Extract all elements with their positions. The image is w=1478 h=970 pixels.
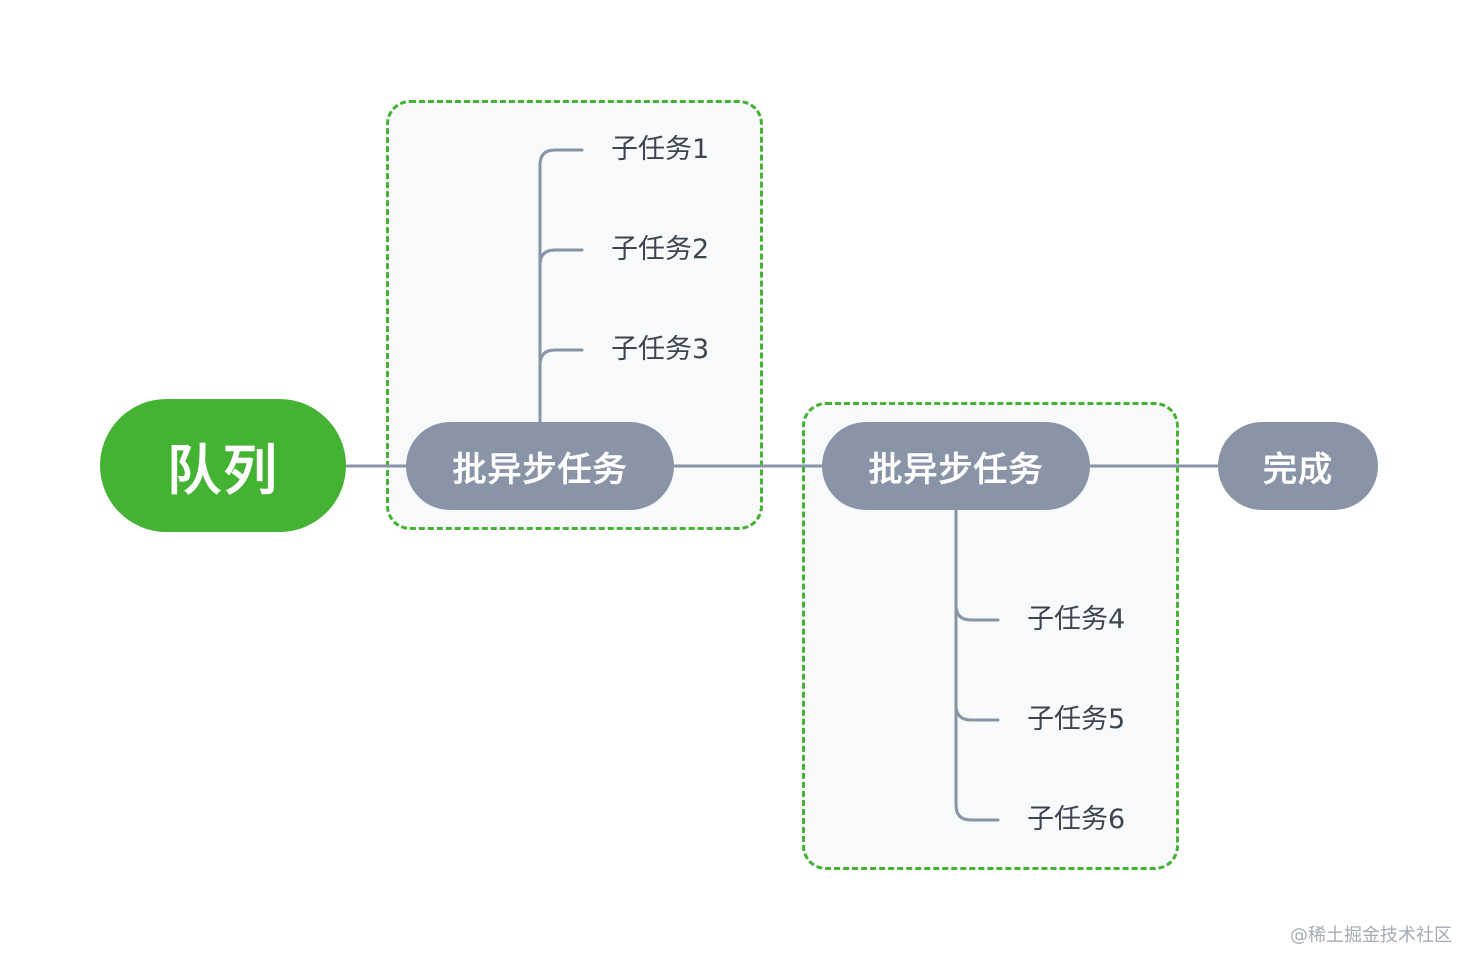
subtask-1-label: 子任务1	[611, 134, 710, 165]
subtask-2-label: 子任务2	[611, 234, 710, 265]
task-node-label: 批异步任务	[452, 449, 628, 490]
edge-task-1-to-subtask-2	[538, 248, 584, 267]
subtask-3-label: 子任务3	[611, 334, 710, 365]
edge-task-2-to-subtask-4	[954, 603, 1000, 622]
edge-task-2-to-subtask-5	[954, 703, 1000, 722]
done-node: 完成	[1218, 422, 1378, 510]
subtask-5-label: 子任务5	[1027, 704, 1126, 735]
done-node-label: 完成	[1263, 449, 1333, 490]
edge-task-1-to-subtask-1	[538, 148, 584, 424]
watermark: @稀土掘金技术社区	[1290, 925, 1452, 946]
batch-async-task-node-1: 批异步任务	[406, 422, 674, 510]
root-node-label: 队列	[167, 439, 279, 502]
task-node-label: 批异步任务	[868, 449, 1044, 490]
batch-async-task-node-2: 批异步任务	[822, 422, 1090, 510]
edge-task-1-to-subtask-3	[538, 348, 584, 367]
root-node-queue: 队列	[100, 399, 346, 532]
subtask-4-label: 子任务4	[1027, 604, 1126, 635]
subtask-6-label: 子任务6	[1027, 804, 1126, 835]
edge-task-2-to-subtask-6	[954, 508, 1000, 822]
